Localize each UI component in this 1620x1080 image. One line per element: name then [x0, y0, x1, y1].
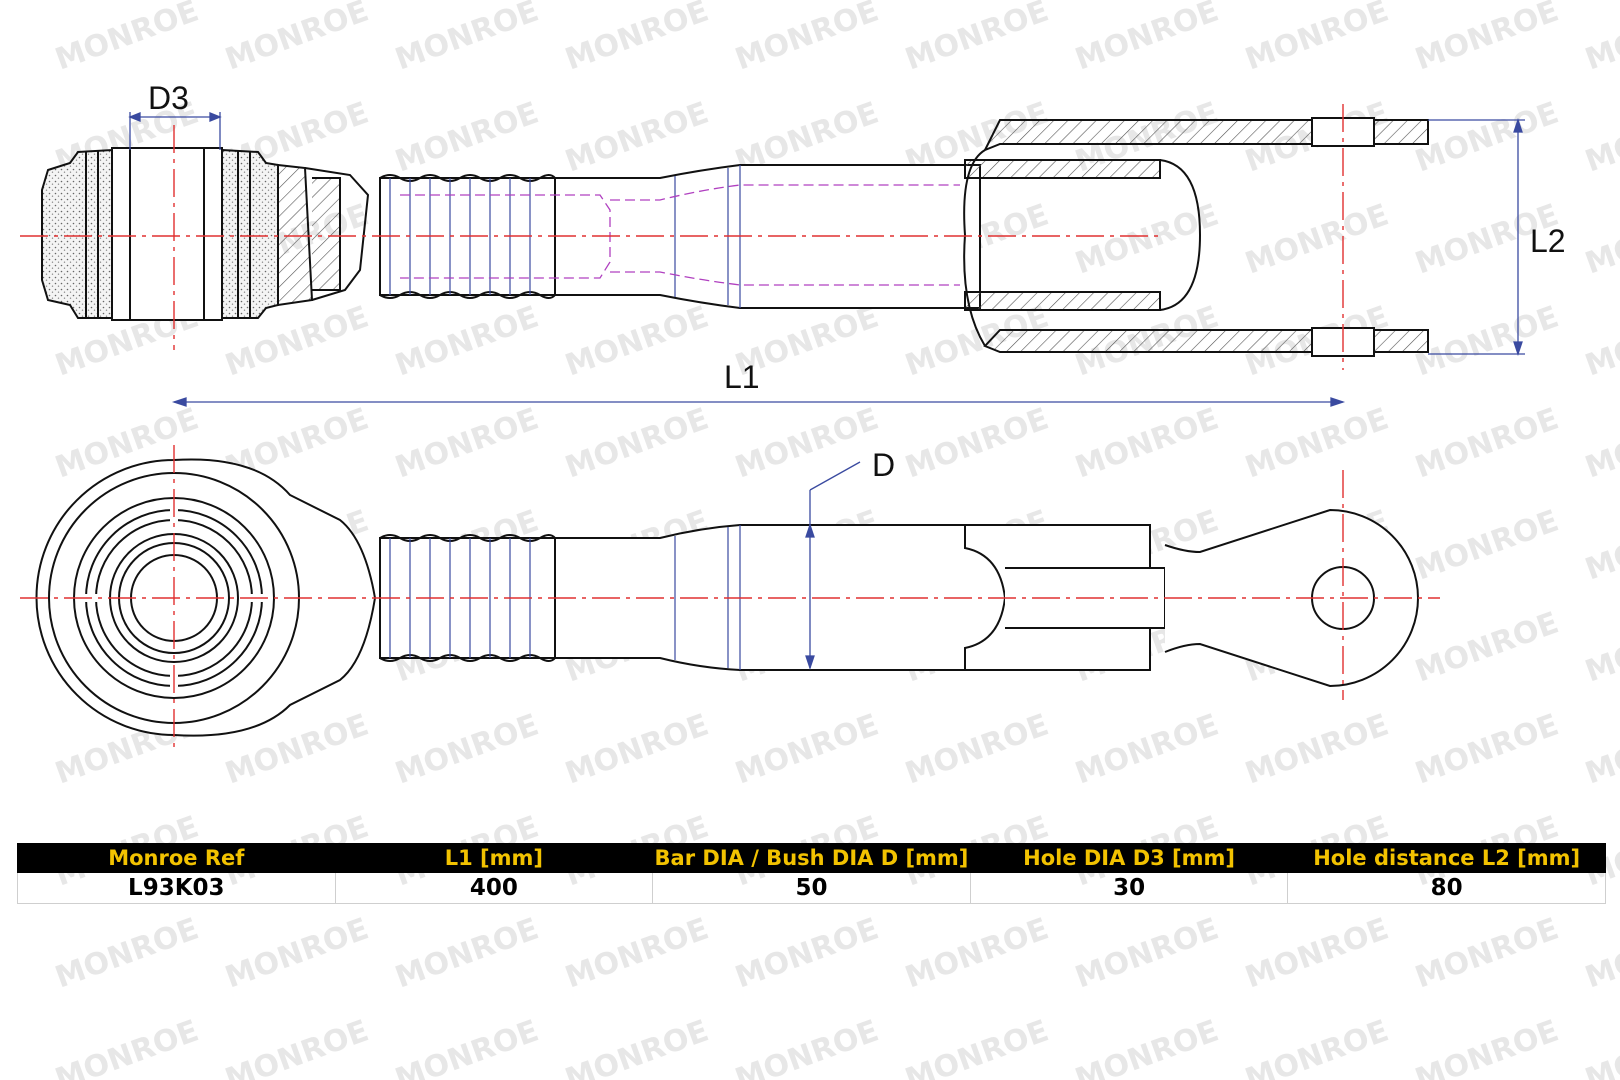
watermark-text: MONROE [1241, 401, 1394, 485]
watermark-text: MONROE [1581, 503, 1620, 587]
watermark-text: MONROE [1581, 605, 1620, 689]
dimension-d3: D3 [128, 80, 222, 150]
watermark-text: MONROE [1071, 1013, 1224, 1080]
table-row: L93K03 400 50 30 80 [17, 872, 1606, 904]
spec-table: Monroe Ref L1 [mm] Bar DIA / Bush DIA D … [17, 843, 1606, 904]
watermark-text: MONROE [1581, 401, 1620, 485]
watermark-text: MONROE [1411, 605, 1564, 689]
eye-housing [277, 163, 314, 307]
watermark-text: MONROE [391, 0, 544, 78]
watermark-text: MONROE [1071, 911, 1224, 995]
watermark-text: MONROE [51, 911, 204, 995]
watermark-text: MONROE [221, 1013, 374, 1080]
bushing-sleeve [111, 147, 223, 321]
watermark-text: MONROE [1241, 707, 1394, 791]
watermark-text: MONROE [391, 707, 544, 791]
cell-hole-dia: 30 [969, 872, 1289, 904]
watermark-text: MONROE [1581, 1013, 1620, 1080]
watermark-text: MONROE [1411, 911, 1564, 995]
watermark-text: MONROE [1411, 707, 1564, 791]
watermark-text: MONROE [731, 0, 884, 78]
watermark-text: MONROE [731, 707, 884, 791]
bushing-rubber [41, 148, 113, 319]
watermark-text: MONROE [1411, 299, 1564, 383]
watermark-text: MONROE [561, 299, 714, 383]
dimension-d: D [805, 447, 895, 671]
watermark-text: MONROE [1241, 197, 1394, 281]
watermark-text: MONROE [1581, 299, 1620, 383]
label-l2: L2 [1530, 223, 1566, 259]
watermark-text: MONROE [1581, 0, 1620, 78]
watermark-text: MONROE [731, 401, 884, 485]
cell-hole-distance: 80 [1287, 872, 1606, 904]
watermark-text: MONROE [221, 911, 374, 995]
watermark-text: MONROE [561, 95, 714, 179]
cell-monroe-ref: L93K03 [17, 872, 336, 904]
watermark-text: MONROE [1241, 1013, 1394, 1080]
watermark-text: MONROE [1241, 0, 1394, 78]
spec-table-header: Monroe Ref L1 [mm] Bar DIA / Bush DIA D … [17, 843, 1606, 873]
watermark-text: MONROE [1071, 0, 1224, 78]
cell-l1: 400 [334, 872, 654, 904]
watermark-text: MONROE [1241, 911, 1394, 995]
watermark-text: MONROE [391, 401, 544, 485]
watermark-text: MONROE [901, 401, 1054, 485]
watermark-text: MONROE [1411, 1013, 1564, 1080]
watermark-text: MONROE [1581, 197, 1620, 281]
watermark-text: MONROE [1071, 401, 1224, 485]
cell-bar-dia: 50 [652, 872, 971, 904]
watermark-text: MONROE [561, 0, 714, 78]
header-monroe-ref: Monroe Ref [17, 843, 336, 873]
watermark-text: MONROE [1411, 401, 1564, 485]
watermark-text: MONROE [561, 401, 714, 485]
watermark-text: MONROE [391, 911, 544, 995]
watermark-text: MONROE [1071, 707, 1224, 791]
watermark-text: MONROE [221, 0, 374, 78]
dimension-l1: L1 [171, 359, 1346, 407]
watermark-text: MONROE [1411, 95, 1564, 179]
watermark-text: MONROE [1581, 95, 1620, 179]
watermark-text: MONROE [901, 911, 1054, 995]
watermark-text: MONROE [901, 707, 1054, 791]
watermark-text: MONROE [561, 707, 714, 791]
watermark-text: MONROE [901, 1013, 1054, 1080]
header-bar-dia: Bar DIA / Bush DIA D [mm] [652, 843, 971, 873]
header-hole-dia: Hole DIA D3 [mm] [969, 843, 1289, 873]
watermark-text: MONROE [391, 95, 544, 179]
watermark-text: MONROE [561, 911, 714, 995]
watermark-text: MONROE [561, 1013, 714, 1080]
watermark-text: MONROE [1581, 911, 1620, 995]
dimension-l2: L2 [1428, 117, 1566, 357]
watermark-text: MONROE [51, 0, 204, 78]
watermark-text: MONROE [1581, 707, 1620, 791]
bottom-view [35, 458, 1419, 737]
watermark-text: MONROE [1411, 0, 1564, 78]
top-view [41, 117, 1429, 357]
watermark-text: MONROE [51, 1013, 204, 1080]
watermark-text: MONROE [391, 1013, 544, 1080]
label-l1: L1 [724, 359, 760, 395]
label-d3: D3 [148, 80, 189, 116]
watermark-text: MONROE [731, 911, 884, 995]
watermark-text: MONROE [1411, 503, 1564, 587]
watermark-text: MONROE [901, 0, 1054, 78]
watermark-text: MONROE [391, 299, 544, 383]
header-hole-distance: Hole distance L2 [mm] [1287, 843, 1606, 873]
label-d: D [872, 447, 895, 483]
header-l1: L1 [mm] [334, 843, 654, 873]
watermark-text: MONROE [731, 1013, 884, 1080]
